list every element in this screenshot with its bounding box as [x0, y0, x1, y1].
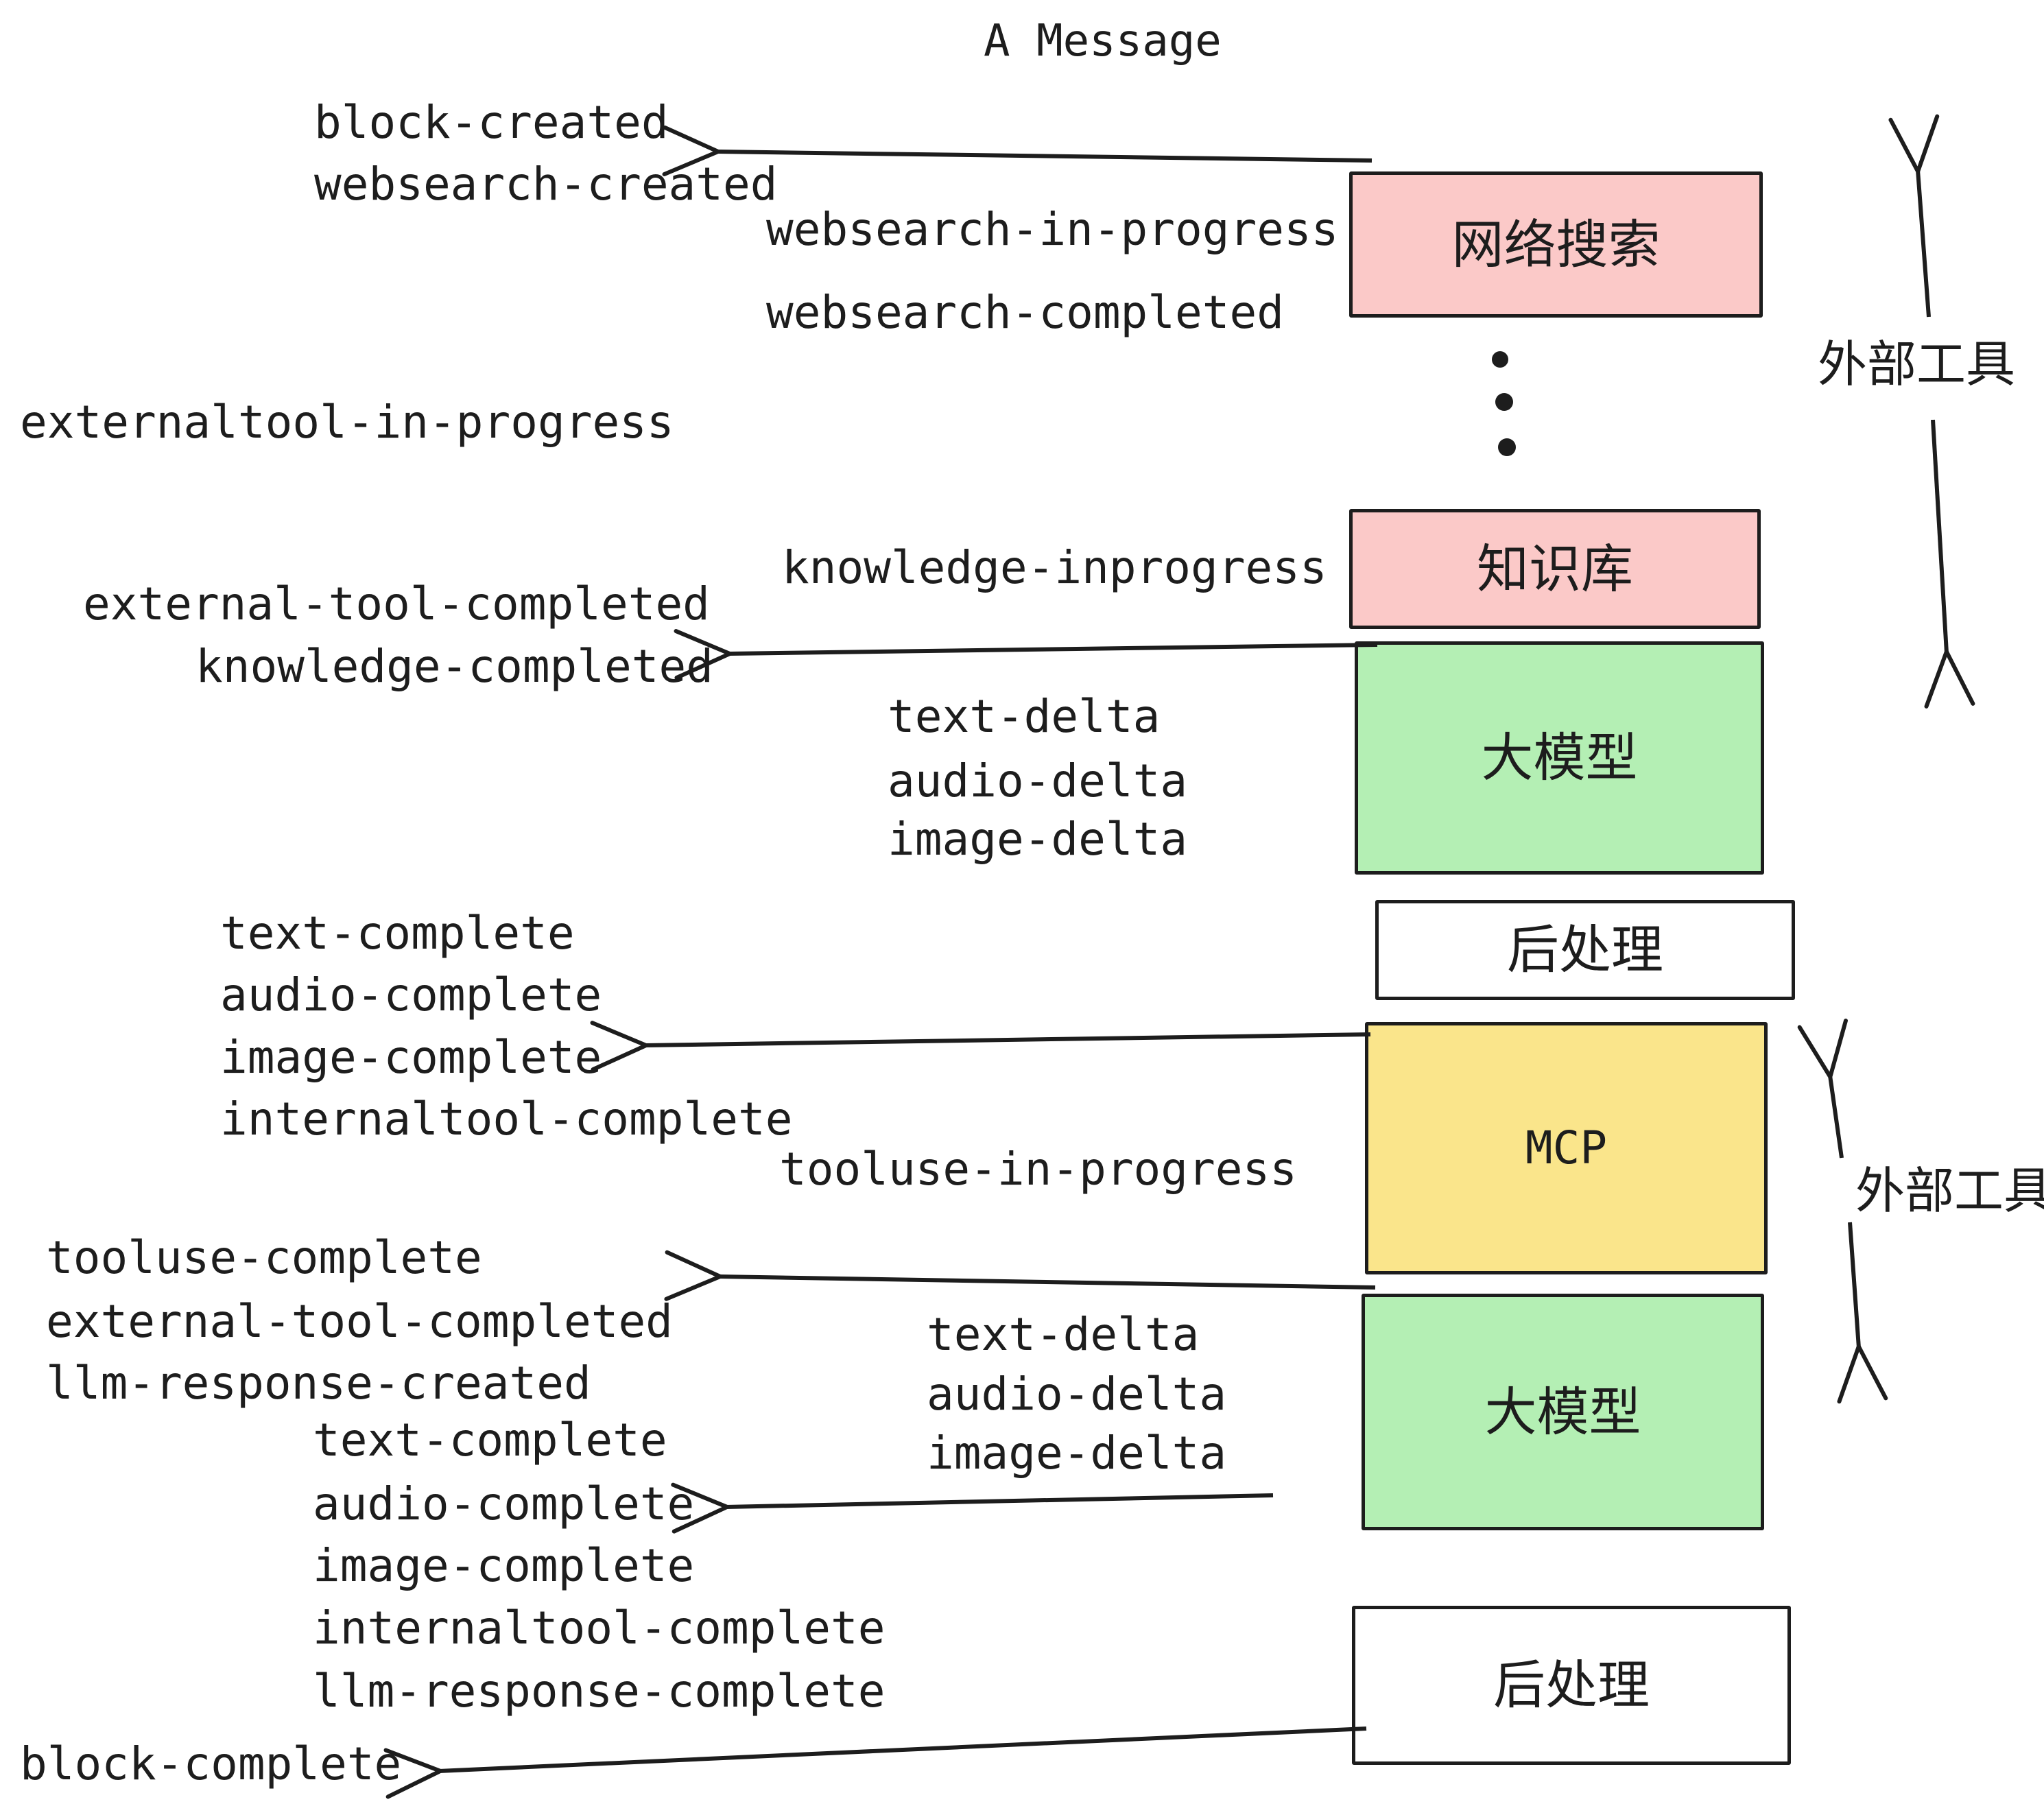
event-label-block-created: block-created: [314, 96, 669, 149]
box-mcp: MCP: [1365, 1022, 1768, 1274]
box-llm-bottom: 大模型: [1362, 1294, 1764, 1530]
event-label-text-delta-1: text-delta: [888, 690, 1161, 743]
box-knowledge-base-label: 知识库: [1477, 538, 1633, 600]
arrow-block-complete: [383, 1726, 1367, 1799]
event-label-text-complete-2: text-complete: [313, 1414, 667, 1467]
box-post-processing-top-label: 后处理: [1507, 919, 1663, 980]
event-label-websearch-created: websearch-created: [314, 158, 778, 211]
event-label-knowledge-completed: knowledge-completed: [195, 640, 713, 693]
ellipsis-dot-2: [1495, 393, 1513, 411]
arrow-external-tools-top-up: [1888, 114, 1940, 318]
box-web-search: 网络搜索: [1349, 171, 1763, 318]
event-label-audio-delta-1: audio-delta: [888, 755, 1188, 807]
event-label-audio-complete-2: audio-complete: [313, 1477, 695, 1530]
event-label-image-complete-2: image-complete: [313, 1539, 695, 1592]
event-label-internaltool-complete-1: internaltool-complete: [220, 1093, 793, 1146]
event-label-internaltool-complete-2: internaltool-complete: [313, 1602, 886, 1654]
ellipsis-dots: [1492, 351, 1516, 456]
box-llm-bottom-label: 大模型: [1484, 1381, 1641, 1443]
event-label-websearch-in-progress: websearch-in-progress: [766, 203, 1339, 256]
arrow-knowledge-completed: [674, 629, 1378, 680]
arrow-external-tools-bottom-up: [1797, 1018, 1849, 1159]
event-label-knowledge-inprogress: knowledge-inprogress: [782, 541, 1327, 594]
event-label-audio-complete-1: audio-complete: [220, 969, 602, 1021]
event-label-llm-response-created: llm-response-created: [46, 1357, 591, 1410]
event-label-image-delta-1: image-delta: [888, 813, 1188, 866]
box-post-processing-bottom-label: 后处理: [1493, 1654, 1650, 1716]
event-label-externaltool-in-progress: externaltool-in-progress: [20, 396, 674, 449]
box-llm-top: 大模型: [1355, 641, 1764, 875]
event-label-external-tool-completed-2: external-tool-completed: [46, 1295, 673, 1348]
event-label-tooluse-in-progress: tooluse-in-progress: [779, 1143, 1297, 1196]
box-llm-top-label: 大模型: [1481, 727, 1638, 788]
box-web-search-label: 网络搜索: [1451, 213, 1661, 275]
diagram-title: A Message: [984, 16, 1222, 67]
event-label-image-complete-1: image-complete: [220, 1031, 602, 1084]
ellipsis-dot-3: [1498, 438, 1516, 456]
event-label-llm-response-complete: llm-response-complete: [313, 1665, 886, 1718]
external-tools-label-top: 外部工具: [1818, 335, 2016, 393]
arrow-llm-complete-group: [671, 1482, 1274, 1534]
event-label-websearch-completed: websearch-completed: [766, 286, 1284, 339]
event-label-text-complete-1: text-complete: [220, 907, 575, 960]
event-label-audio-delta-2: audio-delta: [927, 1368, 1227, 1421]
event-label-image-delta-2: image-delta: [927, 1427, 1227, 1480]
event-label-block-complete: block-complete: [20, 1737, 402, 1790]
arrow-external-tools-top-down: [1924, 419, 1975, 709]
box-mcp-label: MCP: [1525, 1121, 1608, 1174]
arrow-internal-complete-group: [590, 1021, 1371, 1072]
ellipsis-dot-1: [1492, 351, 1508, 368]
arrow-tooluse-complete: [664, 1250, 1376, 1301]
box-post-processing-bottom: 后处理: [1352, 1606, 1791, 1765]
event-label-tooluse-complete: tooluse-complete: [46, 1231, 482, 1284]
box-post-processing-top: 后处理: [1375, 900, 1795, 1000]
box-knowledge-base: 知识库: [1349, 509, 1761, 629]
external-tools-label-bottom: 外部工具: [1855, 1162, 2044, 1220]
event-label-external-tool-completed: external-tool-completed: [83, 578, 710, 630]
arrow-websearch-created: [662, 125, 1372, 176]
event-label-text-delta-2: text-delta: [927, 1308, 1200, 1361]
arrow-external-tools-bottom-down: [1837, 1222, 1888, 1404]
